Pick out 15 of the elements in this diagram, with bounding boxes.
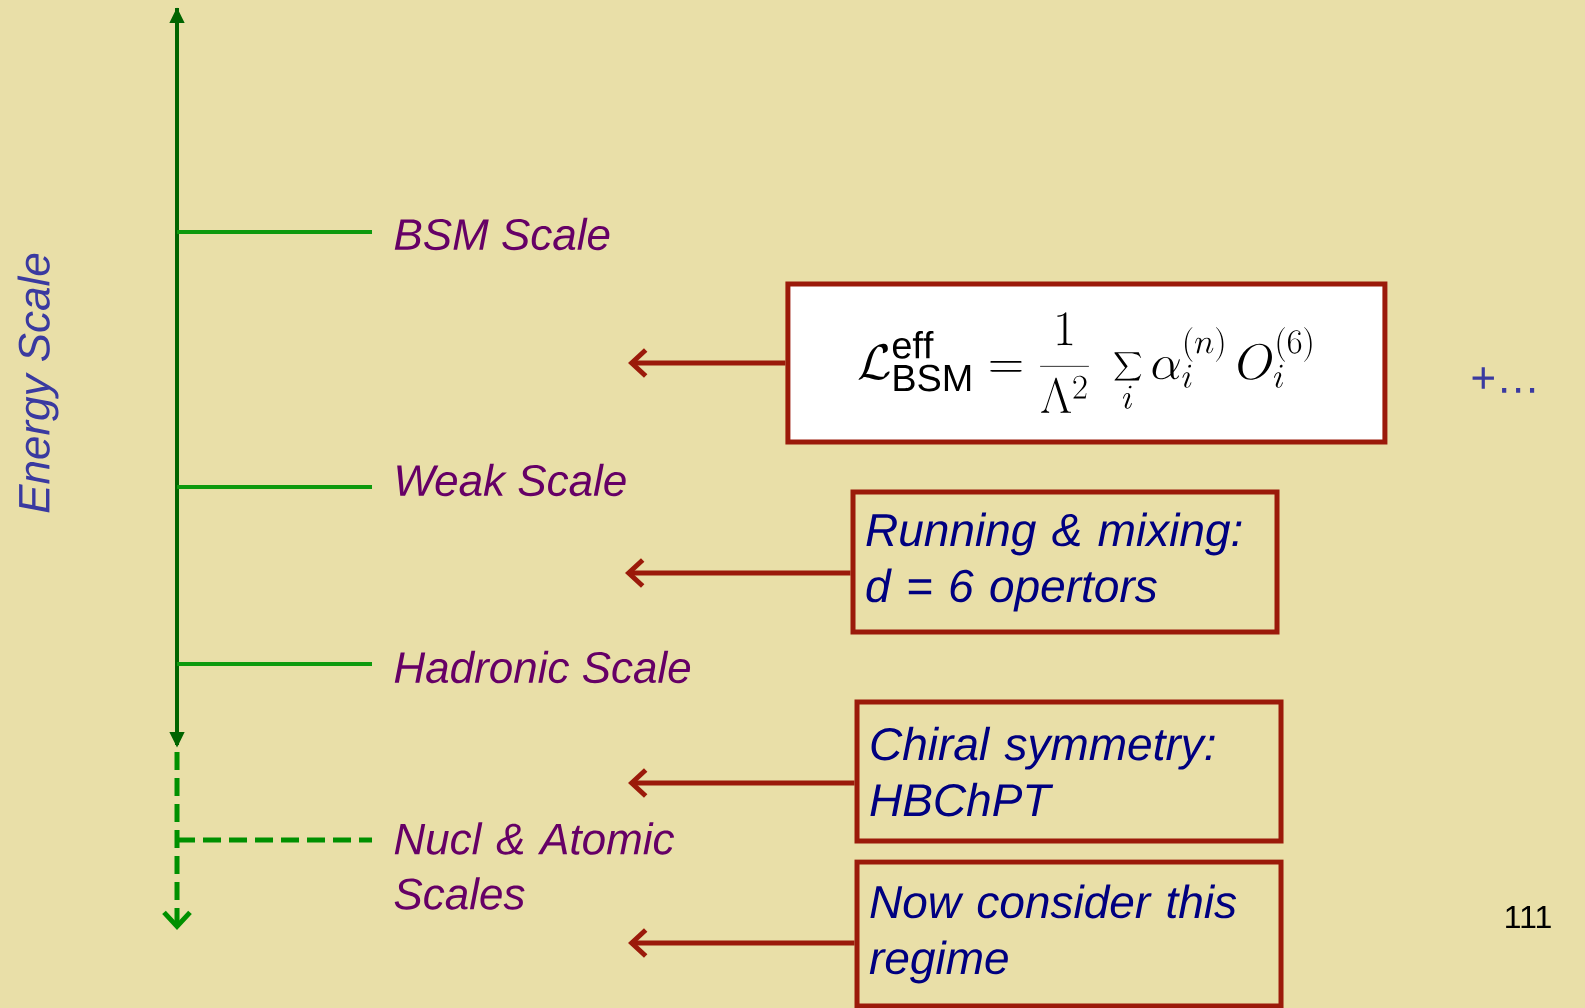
continuation-label: +… [1472,367,1535,393]
scale-label: Hadronic Scale [394,650,691,684]
text-box: Now consider this regime [854,859,1284,1008]
page-number: 111 [1506,906,1551,928]
arrow [625,558,851,588]
scale-label: BSM Scale [394,217,610,251]
text-box: Running & mixing: d = 6 opertors [850,489,1280,635]
arrow [628,928,855,958]
scale-label: Nucl & Atomic Scales [394,822,675,910]
text-box: Chiral symmetry: HBChPT [854,699,1284,844]
arrow [628,768,855,798]
arrow [628,348,786,378]
axis-label: Energy Scale [17,253,59,513]
formula-box: $\mathcal{L}_{\mathrm{BSM}}^{\mathrm{eff}} = \frac{1}{\Lambda^2}\;\sum_i \alpha_i^{(n)}\, O_i^{(6)}$ [785,281,1388,445]
scale-label: Weak Scale [397,463,626,497]
